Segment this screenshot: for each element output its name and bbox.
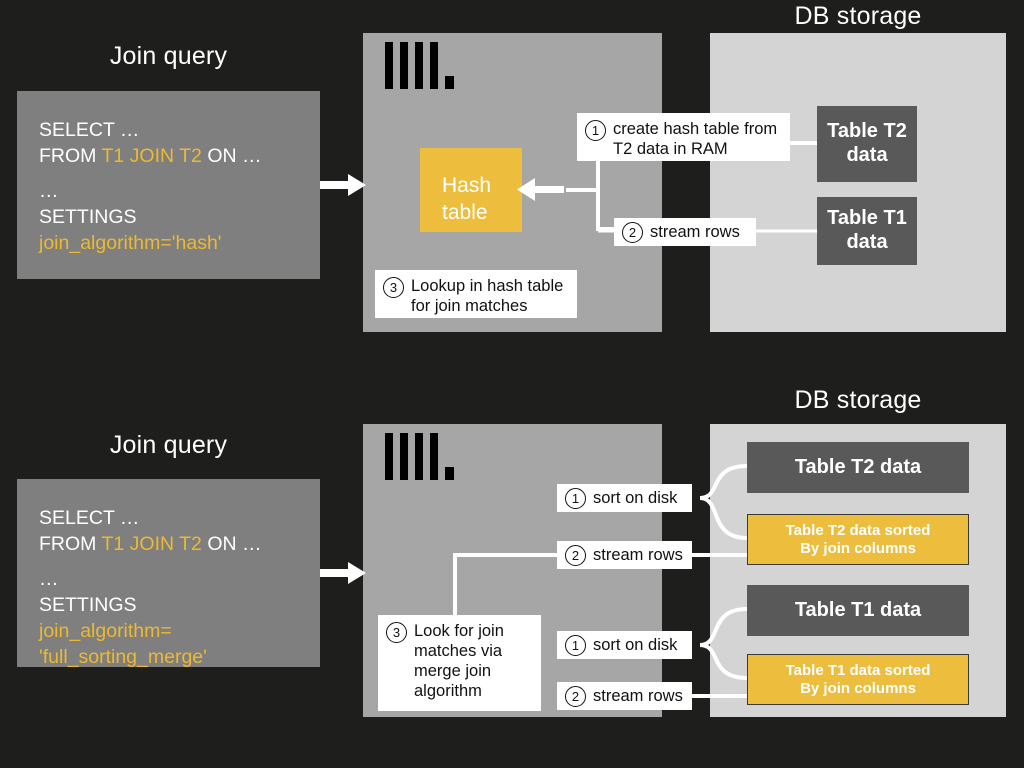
query-line-select: SELECT … bbox=[39, 507, 140, 529]
step-number-1: 1 bbox=[565, 487, 586, 509]
query-to-server-arrow bbox=[320, 174, 366, 196]
table-t1-data-box: Table T1 data bbox=[747, 585, 969, 636]
query-line-from: FROM T1 JOIN T2 ON … bbox=[39, 531, 320, 557]
t2-sort-on-disk-callout: 1 sort on disk bbox=[557, 484, 692, 512]
step-number-1: 1 bbox=[565, 634, 586, 656]
table-t2-sorted-box: Table T2 data sorted By join columns bbox=[747, 514, 969, 565]
t1-sort-on-disk-callout: 1 sort on disk bbox=[557, 631, 692, 659]
query-join-tables: T1 JOIN T2 bbox=[101, 533, 202, 555]
query-spacer bbox=[39, 169, 320, 178]
logo-bar-1 bbox=[385, 433, 393, 480]
logo-bar-4 bbox=[430, 433, 438, 480]
merge-join-query-title: Join query bbox=[109, 431, 228, 459]
logo-bar-2 bbox=[400, 42, 408, 89]
step-number-3: 3 bbox=[386, 622, 407, 643]
table-t1-sorted-box: Table T1 data sorted By join columns bbox=[747, 654, 969, 705]
t2-sort-text: sort on disk bbox=[593, 489, 678, 507]
logo-bar-4 bbox=[430, 42, 438, 89]
logo-bar-3 bbox=[415, 42, 423, 89]
merge-join-step3-callout: 3 Look for join matches via merge join a… bbox=[378, 615, 541, 711]
step-number-2: 2 bbox=[565, 685, 586, 707]
clickhouse-logo bbox=[385, 42, 454, 97]
step1-text: create hash table from T2 data in RAM bbox=[613, 120, 778, 158]
query-line-from: FROM T1 JOIN T2 ON … bbox=[39, 143, 320, 169]
clickhouse-logo bbox=[385, 433, 454, 488]
query-line-select: SELECT … bbox=[39, 119, 140, 141]
query-from-keyword: FROM bbox=[39, 533, 102, 555]
step-number-2: 2 bbox=[622, 221, 643, 243]
hash-join-storage-panel: Table T2 data Table T1 data bbox=[710, 33, 1006, 332]
hash-join-step1-callout: 1 create hash table from T2 data in RAM bbox=[577, 113, 790, 161]
t1-stream-rows-callout: 2 stream rows bbox=[557, 682, 692, 710]
t1-stream-text: stream rows bbox=[593, 687, 683, 705]
merge-join-storage-panel: Table T2 data Table T2 data sorted By jo… bbox=[710, 424, 1006, 717]
merge-join-storage-title: DB storage bbox=[794, 386, 922, 414]
query-line-join-algorithm: join_algorithm='hash' bbox=[39, 232, 222, 254]
table-t2-data-box: Table T2 data bbox=[747, 442, 969, 493]
hash-join-query-box: SELECT … FROM T1 JOIN T2 ON … … SETTINGS… bbox=[17, 91, 320, 279]
hash-join-storage-title: DB storage bbox=[794, 2, 922, 30]
step-number-1: 1 bbox=[585, 120, 606, 141]
query-line-join-algorithm-value: 'full_sorting_merge' bbox=[39, 646, 207, 668]
logo-bar-3 bbox=[415, 433, 423, 480]
t2-stream-text: stream rows bbox=[593, 546, 683, 564]
query-line-settings: SETTINGS bbox=[39, 206, 137, 228]
step2-text: stream rows bbox=[650, 223, 740, 241]
hash-join-step2-callout: 2 stream rows bbox=[614, 218, 756, 246]
logo-bar-1 bbox=[385, 42, 393, 89]
query-line-join-algorithm: join_algorithm= bbox=[39, 620, 172, 642]
hash-table-box: Hash table bbox=[420, 148, 522, 232]
step3-text: Look for join matches via merge join alg… bbox=[414, 622, 504, 700]
t1-sort-text: sort on disk bbox=[593, 636, 678, 654]
query-join-tables: T1 JOIN T2 bbox=[101, 145, 202, 167]
step-number-2: 2 bbox=[565, 544, 586, 566]
logo-square bbox=[445, 467, 454, 480]
step3-text: Lookup in hash table for join matches bbox=[411, 277, 564, 315]
hash-join-query-title: Join query bbox=[109, 42, 228, 70]
query-line-ellipsis: … bbox=[39, 180, 59, 202]
table-t1-data-box: Table T1 data bbox=[817, 197, 917, 265]
query-spacer bbox=[39, 557, 320, 566]
query-line-settings: SETTINGS bbox=[39, 594, 137, 616]
query-to-server-arrow bbox=[320, 562, 366, 584]
query-on-clause: ON … bbox=[201, 145, 262, 167]
table-t2-data-box: Table T2 data bbox=[817, 106, 917, 182]
query-on-clause: ON … bbox=[201, 533, 262, 555]
hash-join-step3-callout: 3 Lookup in hash table for join matches bbox=[375, 270, 577, 318]
query-from-keyword: FROM bbox=[39, 145, 102, 167]
logo-bar-2 bbox=[400, 433, 408, 480]
merge-join-query-box: SELECT … FROM T1 JOIN T2 ON … … SETTINGS… bbox=[17, 479, 320, 668]
query-line-ellipsis: … bbox=[39, 568, 59, 590]
step-number-3: 3 bbox=[383, 277, 404, 298]
t2-stream-rows-callout: 2 stream rows bbox=[557, 541, 692, 569]
logo-square bbox=[445, 76, 454, 89]
hash-join-server-panel: Hash table 3 Lookup in hash table for jo… bbox=[363, 33, 662, 332]
